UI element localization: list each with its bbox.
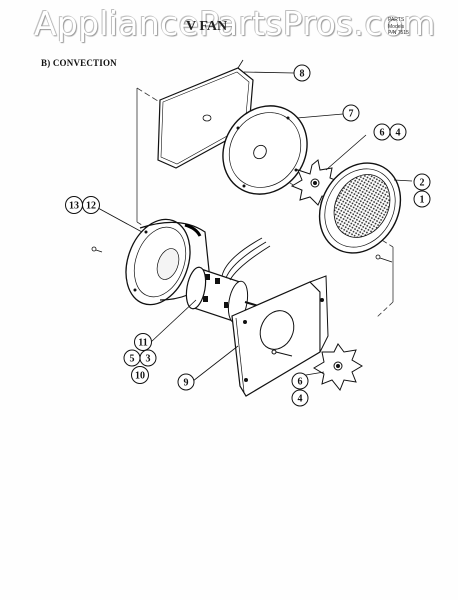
convection-fan-motor [185,237,273,324]
svg-text:13: 13 [69,201,79,212]
svg-text:3: 3 [146,354,151,365]
callout-12: 12 [82,196,100,214]
watermark-text: AppliancePartsPros.com [34,4,436,43]
callout-4: 4 [389,123,407,141]
callout-6: 6 [291,372,309,390]
svg-text:1: 1 [420,195,425,206]
svg-text:10: 10 [135,371,145,382]
callout-11: 11 [134,333,152,351]
header-title: V FAN [186,19,227,34]
callout-10: 10 [131,366,149,384]
callout-2: 2 [413,173,431,191]
header-note: PARTS [388,17,405,23]
screw [375,254,393,263]
callout-8: 8 [293,64,311,82]
svg-text:11: 11 [138,338,147,349]
svg-text:9: 9 [184,378,189,389]
screw [91,246,103,253]
fan-grille-cover [318,162,402,254]
callout-6: 6 [373,123,391,141]
motor-shroud [125,218,211,306]
svg-text:5: 5 [130,354,135,365]
header-note: P/N 7515 [388,30,409,36]
callouts: 8 7 6 4 2 1 13 [65,64,431,407]
header-note: Models [388,23,405,30]
callout-5: 5 [123,349,141,367]
svg-text:12: 12 [86,201,96,212]
motor-mounting-bracket [231,275,329,397]
svg-text:6: 6 [298,377,303,388]
svg-text:7: 7 [349,109,354,120]
section-label: B) CONVECTION [41,58,117,68]
svg-text:6: 6 [380,128,385,139]
svg-text:4: 4 [298,394,303,405]
leader-lines [97,71,413,382]
header-notes: PARTS Models P/N 7515 [388,17,409,37]
svg-text:2: 2 [420,178,425,189]
callout-1: 1 [413,190,431,208]
callout-4: 4 [291,389,309,407]
callout-13: 13 [65,196,83,214]
svg-text:8: 8 [300,69,305,80]
svg-text:4: 4 [396,128,401,139]
gasket-ring [222,105,308,195]
callout-7: 7 [342,104,360,122]
fan-blade-lower [313,343,363,391]
callout-9: 9 [177,373,195,391]
callout-3: 3 [139,349,157,367]
